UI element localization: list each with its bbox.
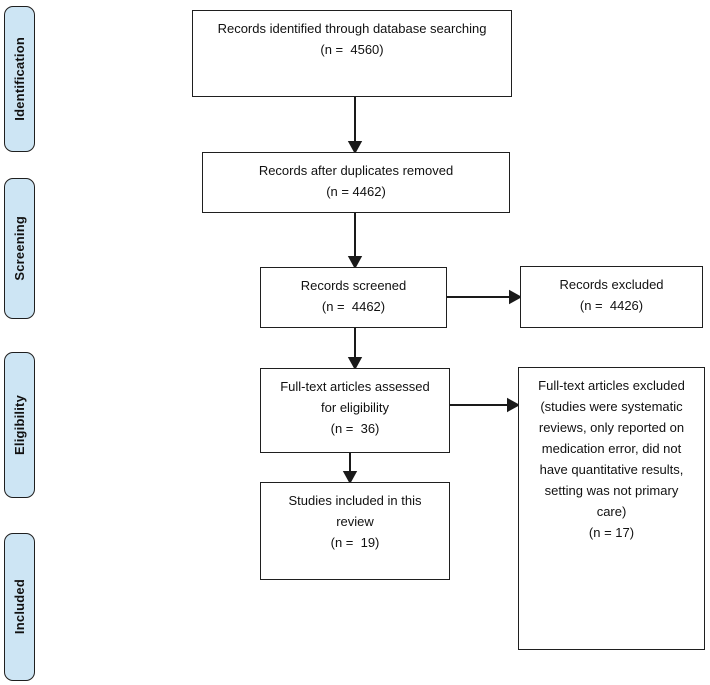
box-fulltext-assessed: Full-text articles assessed for eligibil… [260, 368, 450, 453]
stage-tab-screening: Screening [4, 178, 35, 319]
box-records-screened: Records screened (n = 4462) [260, 267, 447, 328]
stage-tab-included: Included [4, 533, 35, 681]
stage-label-identification: Identification [12, 37, 27, 121]
stage-tab-eligibility: Eligibility [4, 352, 35, 498]
box-records-identified: Records identified through database sear… [192, 10, 512, 97]
stage-tab-identification: Identification [4, 6, 35, 152]
stage-label-included: Included [12, 579, 27, 635]
box-duplicates-removed: Records after duplicates removed (n = 44… [202, 152, 510, 213]
stage-label-eligibility: Eligibility [12, 395, 27, 455]
box-studies-included: Studies included in this review (n = 19) [260, 482, 450, 580]
stage-label-screening: Screening [12, 216, 27, 281]
box-fulltext-excluded: Full-text articles excluded (studies wer… [518, 367, 705, 650]
box-records-excluded: Records excluded (n = 4426) [520, 266, 703, 328]
